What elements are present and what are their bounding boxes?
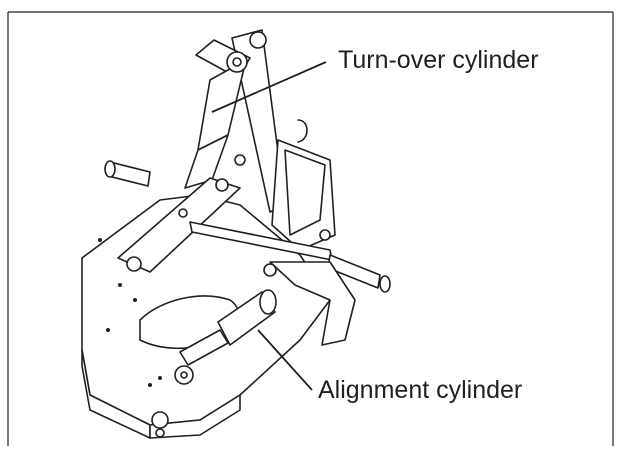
mechanism-drawing <box>81 29 391 439</box>
alignment-cylinder-label: Alignment cylinder <box>318 376 523 404</box>
leader-lines <box>211 61 327 391</box>
turn-over-cylinder-body <box>197 59 247 151</box>
figure-frame <box>7 11 614 446</box>
turn-over-cylinder-label: Turn-over cylinder <box>338 46 539 74</box>
alignment-leader <box>257 329 313 391</box>
right-housing <box>271 139 336 251</box>
turn-over-leader <box>211 61 327 113</box>
right-gripper <box>269 261 356 346</box>
